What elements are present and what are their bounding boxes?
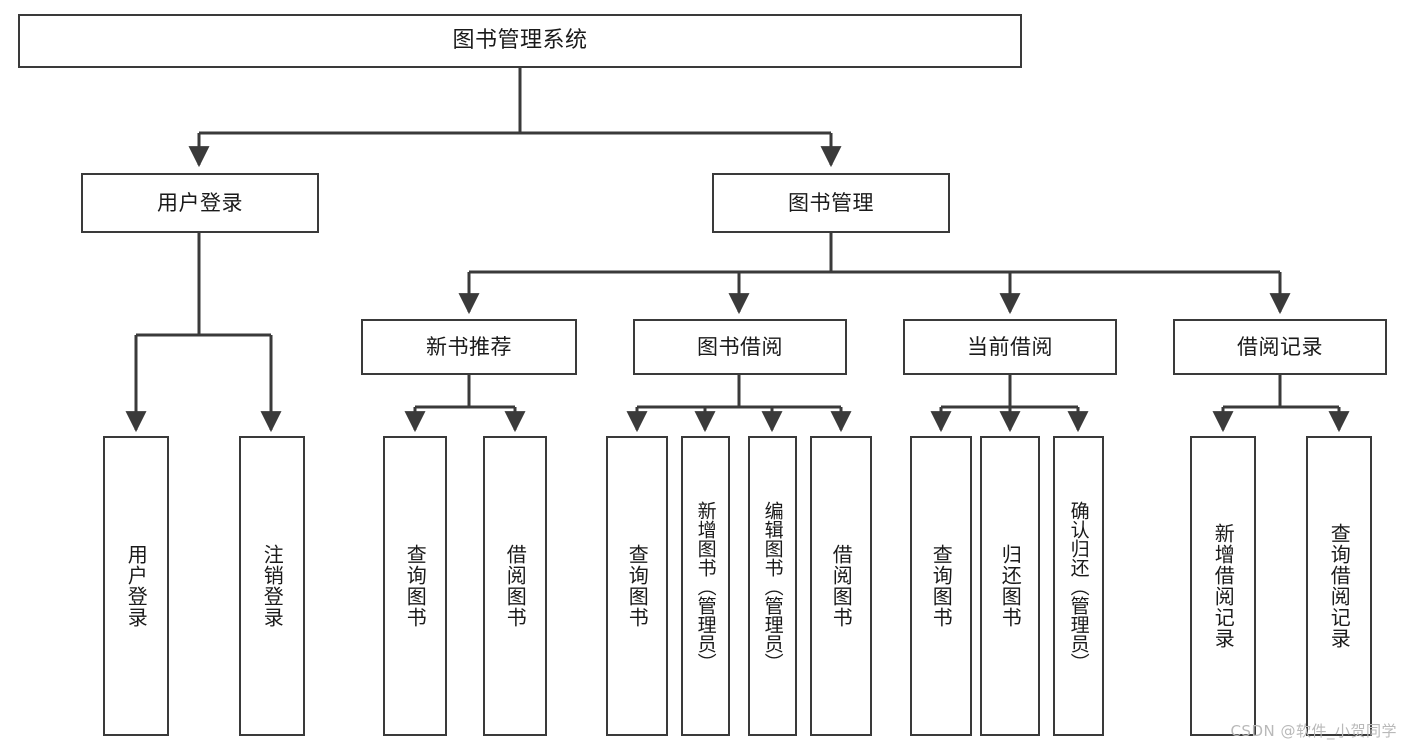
node-leaf-logout-label: 注销登录 [260, 544, 285, 628]
node-book-borrow-label: 图书借阅 [697, 334, 783, 359]
node-user-login[interactable]: 用户登录 [81, 173, 319, 233]
node-leaf-borrow-book-1[interactable]: 借阅图书 [483, 436, 547, 736]
node-borrow-record-label: 借阅记录 [1237, 334, 1323, 359]
node-current-borrow-label: 当前借阅 [967, 334, 1053, 359]
node-current-borrow[interactable]: 当前借阅 [903, 319, 1117, 375]
node-leaf-confirm-return-label: 确认归还（管理员） [1067, 500, 1090, 672]
node-new-book-recommend[interactable]: 新书推荐 [361, 319, 577, 375]
node-root-label: 图书管理系统 [452, 28, 588, 53]
node-leaf-query-record[interactable]: 查询借阅记录 [1306, 436, 1372, 736]
node-leaf-user-login-label: 用户登录 [124, 544, 149, 628]
node-leaf-query-record-label: 查询借阅记录 [1327, 523, 1352, 649]
node-borrow-record[interactable]: 借阅记录 [1173, 319, 1387, 375]
node-leaf-add-book[interactable]: 新增图书（管理员） [681, 436, 730, 736]
node-leaf-add-record[interactable]: 新增借阅记录 [1190, 436, 1256, 736]
csdn-watermark: CSDN @软件_小贺同学 [1230, 722, 1397, 740]
node-leaf-user-login[interactable]: 用户登录 [103, 436, 169, 736]
node-leaf-borrow-book-2[interactable]: 借阅图书 [810, 436, 872, 736]
node-book-borrow[interactable]: 图书借阅 [633, 319, 847, 375]
node-leaf-query-book-1-label: 查询图书 [403, 544, 428, 628]
node-leaf-borrow-book-1-label: 借阅图书 [503, 544, 528, 628]
node-book-management-label: 图书管理 [788, 190, 874, 215]
node-leaf-query-book-2[interactable]: 查询图书 [606, 436, 668, 736]
node-leaf-return-book[interactable]: 归还图书 [980, 436, 1040, 736]
node-leaf-query-book-3[interactable]: 查询图书 [910, 436, 972, 736]
node-leaf-return-book-label: 归还图书 [998, 544, 1023, 628]
node-leaf-logout[interactable]: 注销登录 [239, 436, 305, 736]
node-leaf-query-book-3-label: 查询图书 [929, 544, 954, 628]
node-leaf-query-book-1[interactable]: 查询图书 [383, 436, 447, 736]
node-user-login-label: 用户登录 [157, 190, 243, 215]
node-leaf-add-book-label: 新增图书（管理员） [694, 500, 717, 672]
node-leaf-edit-book[interactable]: 编辑图书（管理员） [748, 436, 797, 736]
node-book-management[interactable]: 图书管理 [712, 173, 950, 233]
node-leaf-query-book-2-label: 查询图书 [625, 544, 650, 628]
node-leaf-edit-book-label: 编辑图书（管理员） [761, 500, 784, 672]
node-leaf-add-record-label: 新增借阅记录 [1211, 523, 1236, 649]
node-leaf-borrow-book-2-label: 借阅图书 [829, 544, 854, 628]
node-new-book-recommend-label: 新书推荐 [426, 334, 512, 359]
node-leaf-confirm-return[interactable]: 确认归还（管理员） [1053, 436, 1104, 736]
node-root[interactable]: 图书管理系统 [18, 14, 1022, 68]
